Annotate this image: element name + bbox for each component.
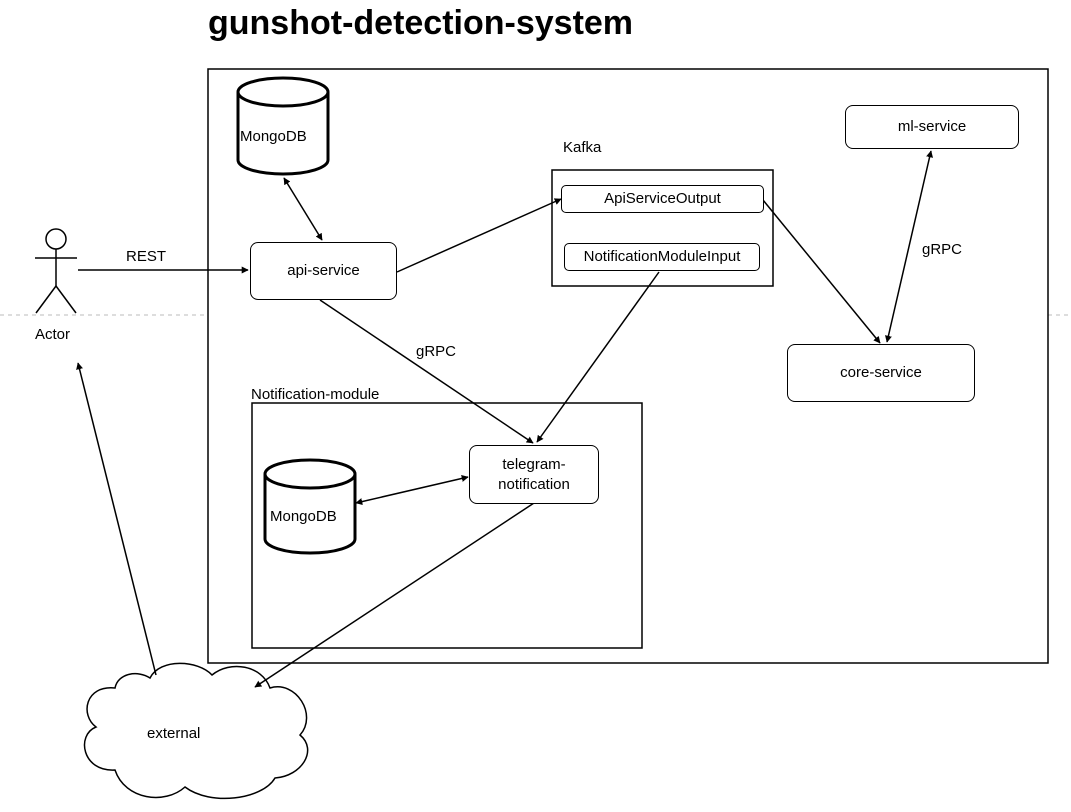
edge-mongodb-telegram <box>355 475 469 505</box>
external-cloud-label: external <box>147 725 201 742</box>
mongodb-notification-cylinder <box>263 458 357 555</box>
edge-api-kafka <box>396 198 562 273</box>
edge-external-actor <box>76 362 157 676</box>
page-title: gunshot-detection-system <box>208 4 634 42</box>
grpc-ml-core-label: gRPC <box>922 241 963 258</box>
kafka-topic-notification-module-input: NotificationModuleInput <box>564 243 760 271</box>
external-cloud-shape <box>83 662 309 800</box>
edge-api-telegram-grpc <box>319 299 534 444</box>
notification-module-label: Notification-module <box>251 386 380 403</box>
ml-service-node: ml-service <box>845 105 1019 149</box>
grpc-api-notification-label: gRPC <box>416 343 457 360</box>
kafka-topic-api-service-output: ApiServiceOutput <box>561 185 764 213</box>
mongodb-api-label: MongoDB <box>240 128 307 145</box>
edge-api-mongodb <box>283 177 323 241</box>
api-service-node: api-service <box>250 242 397 300</box>
kafka-label: Kafka <box>563 139 602 156</box>
core-service-node: core-service <box>787 344 975 402</box>
mongodb-api-cylinder <box>236 76 330 176</box>
actor-stick-figure <box>35 228 77 314</box>
actor-label: Actor <box>35 326 71 343</box>
edge-telegram-external <box>254 502 535 688</box>
edge-kafka-core <box>762 199 881 344</box>
telegram-notification-node: telegram- notification <box>469 445 599 504</box>
rest-edge-label: REST <box>126 248 167 265</box>
edge-ml-core-grpc <box>885 150 933 343</box>
mongodb-notification-label: MongoDB <box>270 508 337 525</box>
edge-kafka-telegram <box>536 271 660 443</box>
